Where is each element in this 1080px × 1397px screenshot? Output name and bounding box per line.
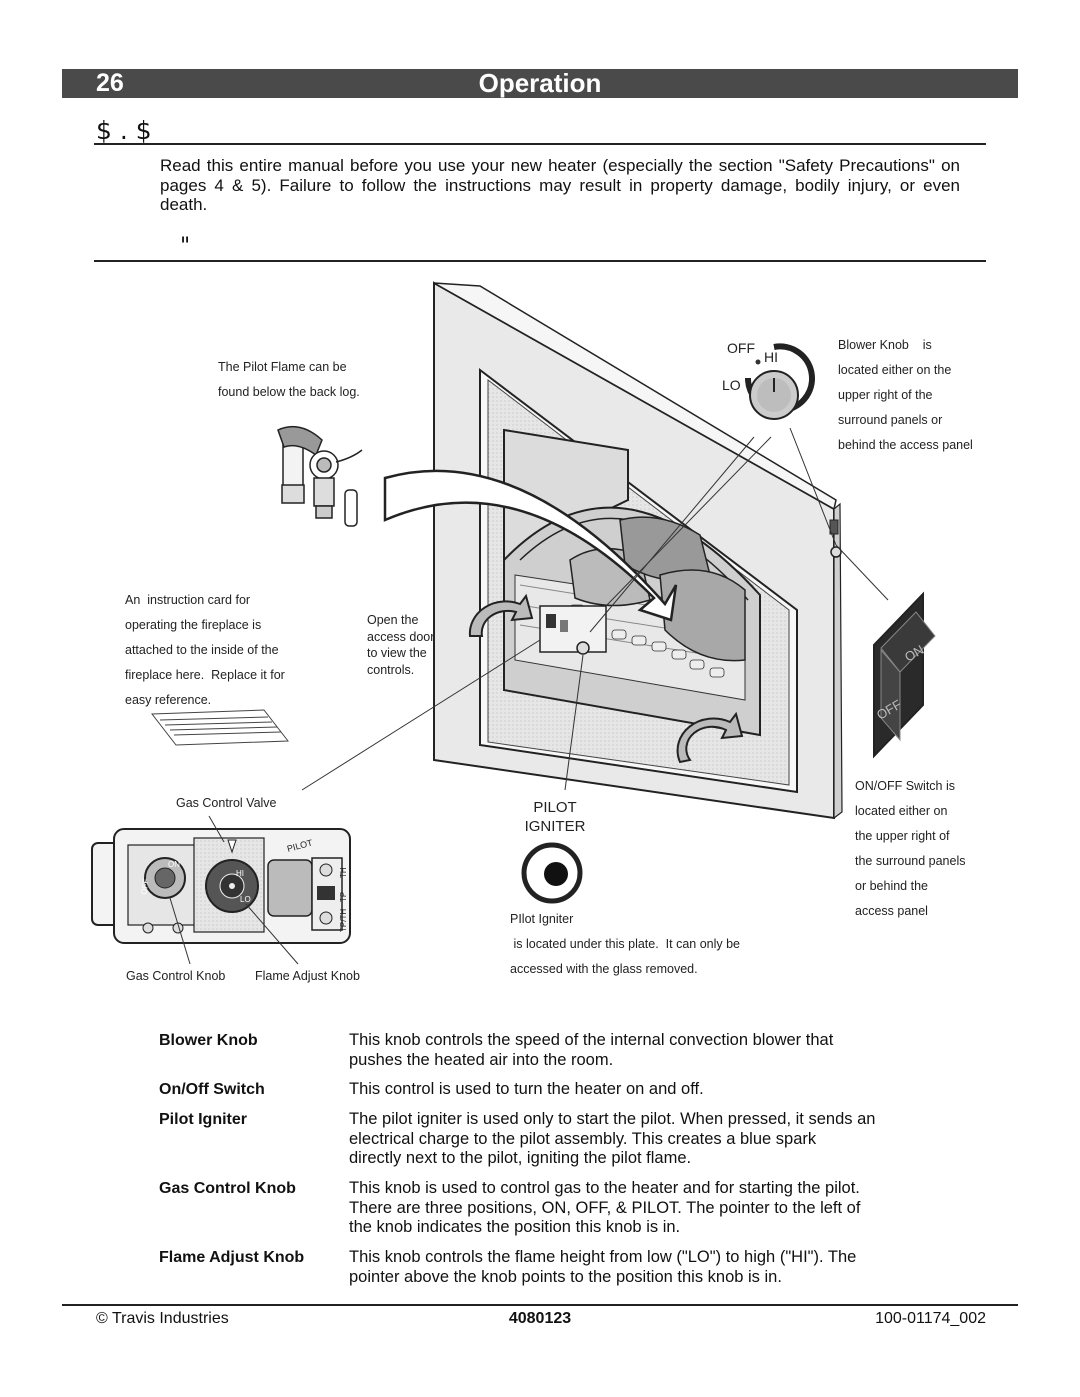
footer-doc-number: 4080123: [508, 1310, 572, 1327]
svg-text:TP: TP: [339, 892, 348, 902]
term-flame-adjust-knob: Flame Adjust Knob: [159, 1249, 305, 1266]
page-title: Operation: [478, 68, 602, 98]
instruction-card-note: An instruction card for operating the fi…: [125, 593, 285, 707]
page-number: 26: [96, 69, 124, 97]
svg-text:LO: LO: [240, 895, 251, 904]
pointer-arrow: [383, 469, 678, 622]
term-on-off-switch: On/Off Switch: [159, 1081, 265, 1098]
pilot-igniter-caption: PILOT IGNITER: [524, 799, 586, 835]
gas-control-valve: PILOT ON OFF HI LO TH TP TP/TH: [91, 828, 351, 944]
svg-text:LO: LO: [722, 377, 741, 393]
pilot-igniter-note: PIlot Igniter is located under this plat…: [510, 912, 740, 976]
access-door-note: Open the access door to view the control…: [367, 613, 435, 677]
term-blower-knob: Blower Knob: [159, 1032, 258, 1049]
def-on-off-switch: This control is used to turn the heater …: [349, 1080, 704, 1098]
svg-text:OFF: OFF: [139, 878, 151, 895]
svg-text:HI: HI: [764, 349, 778, 365]
section-rule-2: [94, 260, 986, 262]
def-blower-knob: This knob controls the speed of the inte…: [349, 1031, 834, 1069]
pilot-assembly: [277, 425, 363, 527]
leader-lines: [169, 427, 889, 965]
gas-control-valve-label: Gas Control Valve: [176, 796, 277, 810]
intro-paragraph: Read this entire manual before you use y…: [160, 156, 960, 214]
footer-rule: [62, 1304, 1018, 1306]
instruction-card: [151, 709, 289, 746]
term-gas-control-knob: Gas Control Knob: [159, 1180, 296, 1197]
svg-text:ON: ON: [168, 860, 180, 869]
flame-adjust-knob-label: Flame Adjust Knob: [255, 969, 360, 983]
svg-text:HI: HI: [236, 869, 244, 878]
term-pilot-igniter: Pilot Igniter: [159, 1111, 247, 1128]
footer-part-number: 100-01174_002: [875, 1310, 986, 1327]
footer-copyright: © Travis Industries: [96, 1310, 229, 1327]
pilot-igniter-illustration: [521, 842, 583, 904]
pilot-flame-note: The Pilot Flame can be found below the b…: [218, 360, 360, 399]
section-heading-garbled-2: ": [180, 234, 191, 259]
blower-knob-note: Blower Knob is located either on the upp…: [838, 338, 973, 452]
on-off-switch-note: ON/OFF Switch is located either on the u…: [855, 779, 966, 918]
blower-knob-illustration: OFF HI LO: [722, 340, 815, 420]
def-flame-adjust-knob: This knob controls the flame height from…: [349, 1248, 857, 1286]
header-bar: [62, 69, 1018, 98]
svg-text:TP/TH: TP/TH: [339, 909, 348, 932]
fireplace-diagram: OFF HI LO ON OFF PILOT: [91, 281, 936, 965]
section-rule: [94, 143, 986, 145]
gas-control-knob-label: Gas Control Knob: [126, 969, 226, 983]
section-heading-garbled: $ . $: [96, 116, 152, 145]
def-gas-control-knob: This knob is used to control gas to the …: [349, 1179, 861, 1236]
def-pilot-igniter: The pilot igniter is used only to start …: [349, 1110, 876, 1167]
rocker-switch-illustration: ON OFF: [873, 591, 936, 759]
firebox-opening: [503, 428, 761, 737]
access-door-arrow: [468, 593, 744, 764]
svg-text:TH: TH: [339, 867, 348, 878]
svg-text:OFF: OFF: [727, 340, 755, 356]
